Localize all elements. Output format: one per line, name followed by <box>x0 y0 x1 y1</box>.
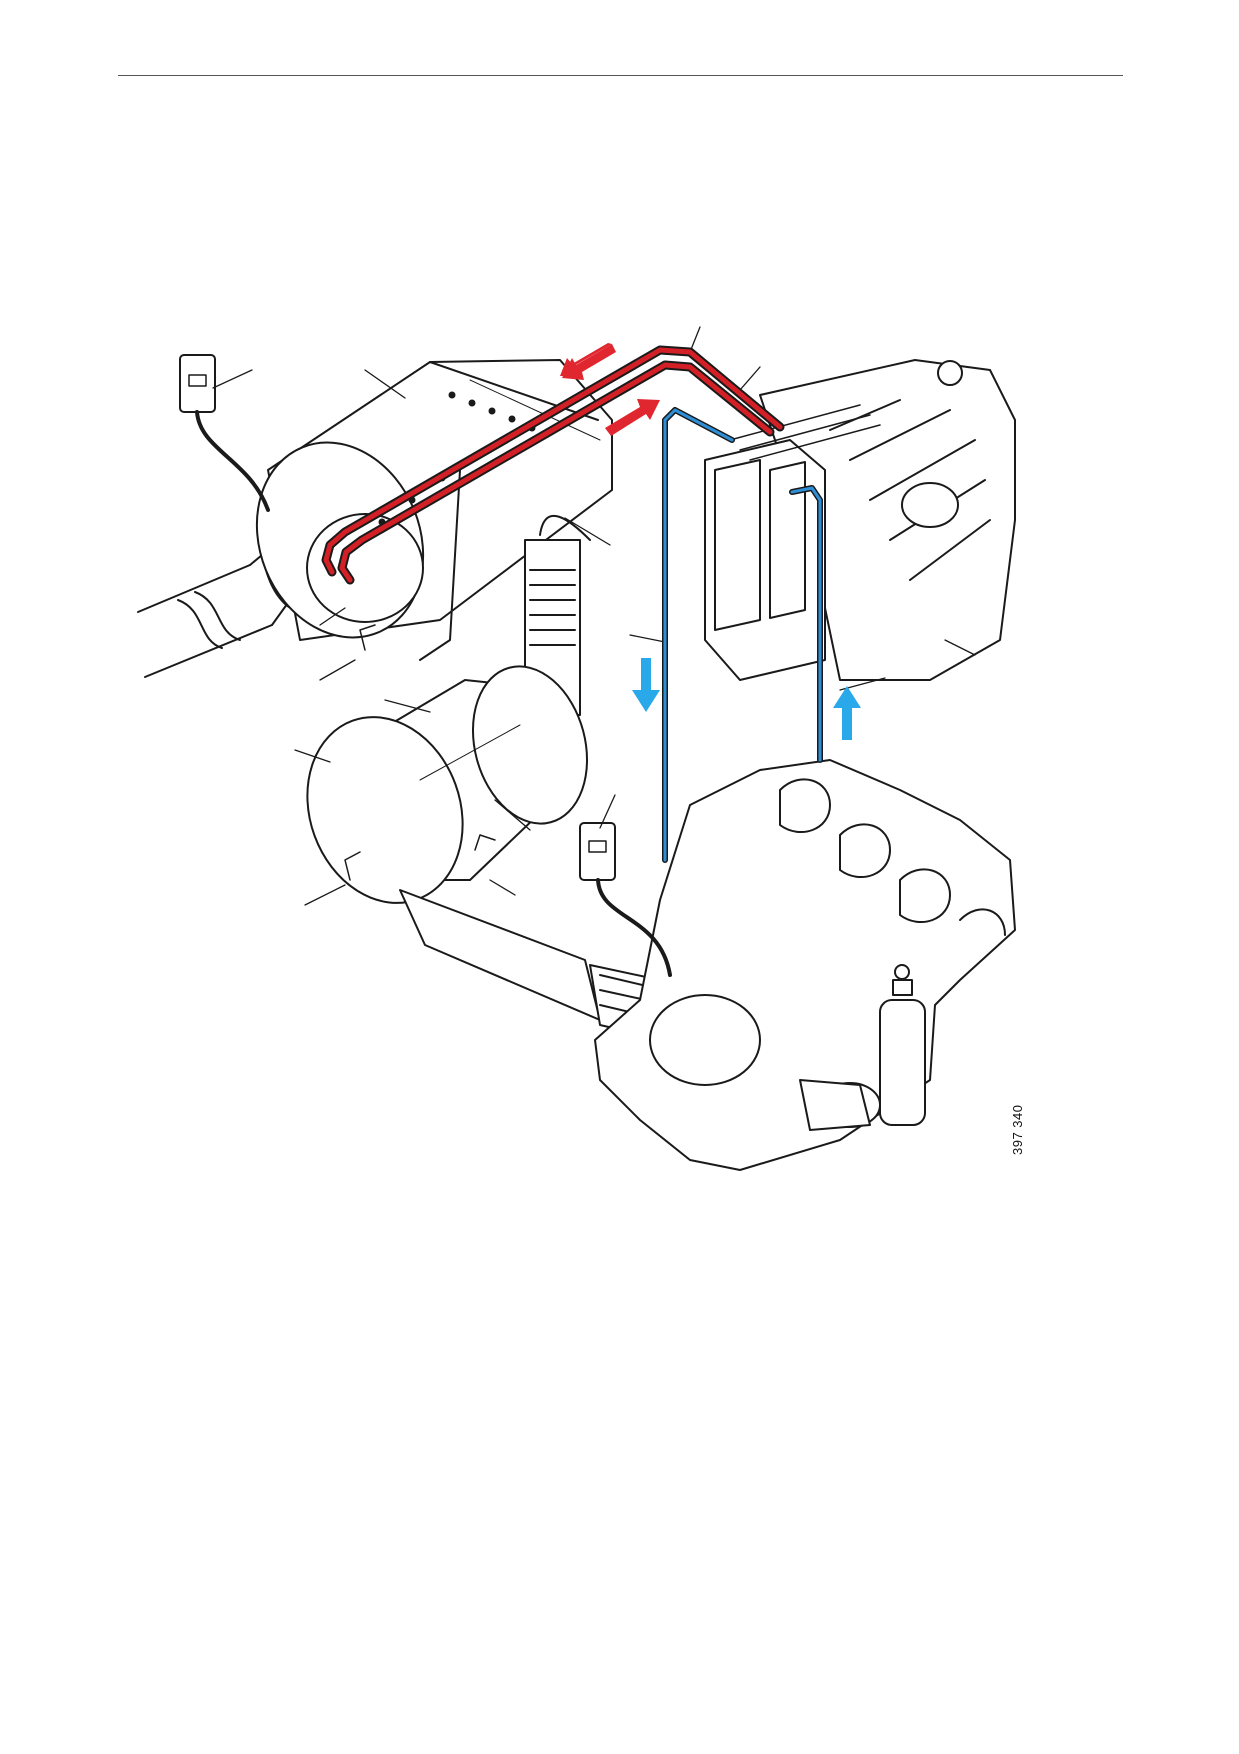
flow-arrow-blue-up <box>833 686 861 740</box>
figure-number-label: 397 340 <box>1010 1104 1025 1156</box>
header-rule <box>118 75 1123 76</box>
aftertreatment-canister-icon <box>306 665 589 904</box>
leader-lines <box>212 326 976 906</box>
flow-arrow-red-supply <box>605 399 660 436</box>
nox-sensor-icon <box>579 822 672 977</box>
fuel-filter-icon <box>879 964 926 1126</box>
coolant-line <box>662 407 823 863</box>
heated-supply-line <box>321 345 785 585</box>
nox-sensor-icon <box>179 354 270 512</box>
flow-arrow-blue-down <box>632 658 660 712</box>
turbo-icon <box>649 994 881 1131</box>
pump-unit-icon <box>704 404 881 681</box>
flow-arrow-red-return <box>560 343 616 380</box>
temperature-sensor-icon <box>344 624 496 881</box>
